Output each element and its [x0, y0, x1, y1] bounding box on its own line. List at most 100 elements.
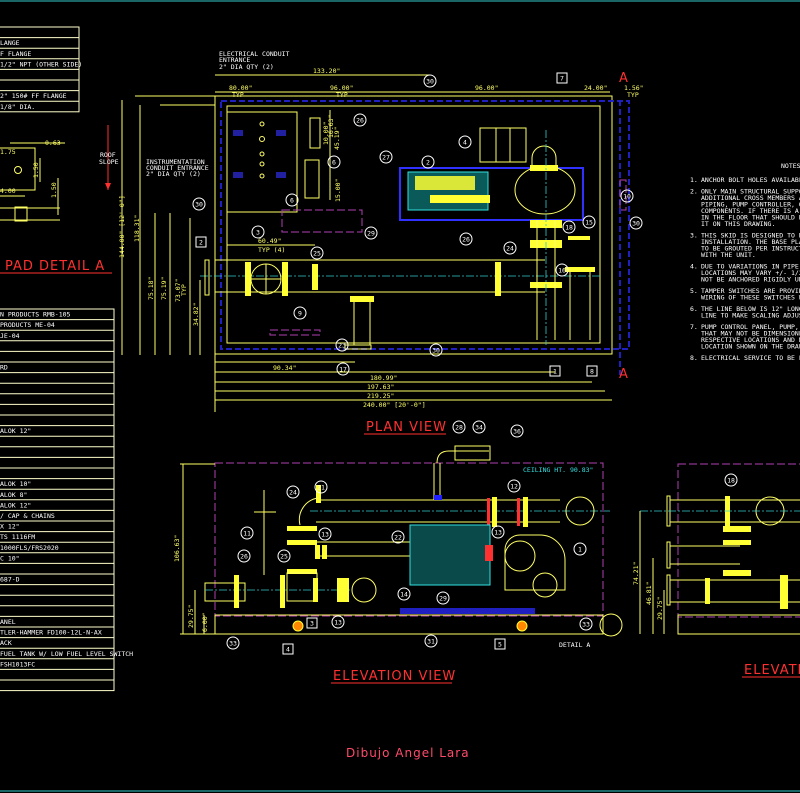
svg-text:18: 18 — [565, 223, 573, 231]
note-item: 8.ELECTRICAL SERVICE TO BE LAND — [690, 354, 800, 362]
svg-text:4: 4 — [286, 645, 290, 653]
svg-text:7.: 7. — [690, 323, 698, 331]
roof-slope-label: ROOF — [100, 151, 116, 159]
callout-bubble: 24 — [286, 485, 300, 499]
svg-text:2: 2 — [199, 238, 203, 246]
plan-dim: 197.63" — [367, 383, 394, 391]
svg-text:11: 11 — [243, 529, 251, 537]
elevation-view-2: 74.21" 46.81" 29.75" ELEVATI — [632, 463, 800, 678]
elevation-dim: 6.00" — [201, 612, 209, 632]
instrumentation-conduit-label: CONDUIT ENTRANCE — [146, 164, 209, 172]
svg-text:4: 4 — [463, 138, 467, 146]
table-row: F FLANGE — [0, 50, 31, 58]
svg-text:6: 6 — [332, 158, 336, 166]
svg-text:COMPONENTS. IF THERE IS A DRA: COMPONENTS. IF THERE IS A DRA — [701, 207, 800, 215]
callout-bubble: 29 — [364, 226, 378, 240]
table-row: X 12" — [0, 523, 20, 531]
plan-dim: 219.25" — [367, 392, 394, 400]
pad-dim: 1.50 — [32, 162, 40, 178]
plan-dimensions: 133.20"80.00"TYP96.00"TYP96.00"24.00"1.5… — [118, 67, 644, 409]
svg-text:24: 24 — [506, 244, 514, 252]
pad-dim: 1.50 — [50, 182, 58, 198]
callout-bubble: 14 — [397, 587, 411, 601]
table-row: 687-D — [0, 576, 20, 584]
svg-text:2: 2 — [426, 158, 430, 166]
plan-dim: 16.63" — [327, 115, 335, 138]
callout-bubble: 31 — [424, 634, 438, 648]
callout-tag: 1 — [549, 365, 561, 377]
plan-dim: 10.00" — [322, 122, 330, 145]
svg-text:THIS SKID IS DESIGNED TO BE FU: THIS SKID IS DESIGNED TO BE FU — [701, 232, 800, 240]
plan-dim: TYP — [232, 91, 244, 99]
table-row: FUEL TANK W/ LOW FUEL LEVEL SWITCH — [0, 650, 133, 658]
svg-text:NOT BE ANCHORED RIGIDLY UNTIL: NOT BE ANCHORED RIGIDLY UNTIL — [701, 276, 800, 284]
elevation-dim: 29.75" — [187, 605, 195, 628]
plan-dim: 73.07" — [174, 279, 182, 302]
plan-dim: TYP (4) — [258, 246, 285, 254]
svg-text:TAMPER SWITCHES ARE PROVIDED: TAMPER SWITCHES ARE PROVIDED — [701, 287, 800, 295]
svg-text:17: 17 — [339, 365, 347, 373]
electrical-conduit-label: ENTRANCE — [219, 56, 250, 64]
svg-text:30: 30 — [632, 219, 640, 227]
svg-text:18: 18 — [727, 476, 735, 484]
roof-slope-label: SLOPE — [99, 158, 119, 166]
pad-dim: 1.75 — [0, 148, 16, 156]
svg-text:29: 29 — [367, 229, 375, 237]
svg-text:26: 26 — [356, 116, 364, 124]
callout-bubble: 22 — [391, 530, 405, 544]
svg-text:TO BE GROUTED PER INSTRUCTION: TO BE GROUTED PER INSTRUCTION — [701, 245, 800, 253]
callout-bubble: 12 — [507, 479, 521, 493]
svg-text:23: 23 — [338, 341, 346, 349]
callout-bubble: 16 — [555, 263, 569, 277]
callout-tag: 8 — [586, 365, 598, 377]
plan-dim: 75.18" — [147, 277, 155, 300]
svg-text:13: 13 — [494, 528, 502, 536]
table-row: JE-04 — [0, 332, 20, 340]
svg-text:34: 34 — [475, 423, 483, 431]
elevation2-title: ELEVATI — [744, 663, 800, 678]
svg-text:7: 7 — [560, 74, 564, 82]
note-item: 4.DUE TO VARIATIONS IN PIPE FITTILOCATIO… — [690, 263, 800, 284]
svg-text:16: 16 — [558, 266, 566, 274]
table-row: 1/2" NPT (OTHER SIDE) — [0, 60, 82, 68]
callout-bubble: 24 — [503, 241, 517, 255]
svg-text:10: 10 — [623, 192, 631, 200]
roof-slope-arrow: ROOF SLOPE — [99, 125, 119, 190]
elevation-dim: 106.63" — [173, 535, 181, 562]
instrumentation-conduit-label: INSTRUMENTATION — [146, 158, 205, 166]
table-row: ALOK 12" — [0, 427, 31, 435]
instrumentation-conduit-label: 2" DIA QTY (2) — [146, 170, 201, 178]
callout-bubble: 4 — [458, 135, 472, 149]
svg-text:1.: 1. — [690, 176, 698, 184]
electrical-conduit-label: ELECTRICAL CONDUIT — [219, 50, 290, 58]
svg-text:25: 25 — [313, 249, 321, 257]
callout-bubble: 30 — [423, 74, 437, 88]
table-row: ACK — [0, 639, 12, 647]
table-row: ALOK 12" — [0, 501, 31, 509]
elevation2-dim: 46.81" — [645, 582, 653, 605]
plan-dim: TYP — [180, 284, 188, 296]
svg-text:DUE TO VARIATIONS IN PIPE FITT: DUE TO VARIATIONS IN PIPE FITTI — [701, 263, 800, 271]
section-mark-a: A — [619, 367, 629, 382]
svg-text:ELECTRICAL SERVICE TO BE LAND: ELECTRICAL SERVICE TO BE LAND — [701, 354, 800, 362]
svg-text:3: 3 — [256, 228, 260, 236]
svg-text:9: 9 — [298, 309, 302, 317]
table-row: ALOK 8" — [0, 491, 27, 499]
svg-text:13: 13 — [334, 618, 342, 626]
svg-text:30: 30 — [195, 200, 203, 208]
callout-bubble: 30 — [429, 343, 443, 357]
svg-text:WITH THE UNIT.: WITH THE UNIT. — [701, 251, 756, 259]
plan-dim: 34.82" — [192, 303, 200, 326]
signature: Dibujo Angel Lara — [346, 746, 470, 760]
svg-text:ADDITIONAL CROSS MEMBERS ARE: ADDITIONAL CROSS MEMBERS ARE — [701, 194, 800, 202]
callout-bubble: 26 — [353, 113, 367, 127]
callout-bubble: 34 — [472, 420, 486, 434]
electrical-conduit-label: 2" DIA QTY (2) — [219, 63, 274, 71]
callout-bubble: 17 — [336, 362, 350, 376]
elevation-view: CEILING HT. 90.83" DETAIL A 106.63" 29.7… — [173, 445, 623, 684]
callout-bubble: 36 — [510, 424, 524, 438]
svg-text:PIPING, PUMP CONTROLLER, OR A: PIPING, PUMP CONTROLLER, OR A — [701, 201, 800, 209]
svg-text:8: 8 — [590, 367, 594, 375]
